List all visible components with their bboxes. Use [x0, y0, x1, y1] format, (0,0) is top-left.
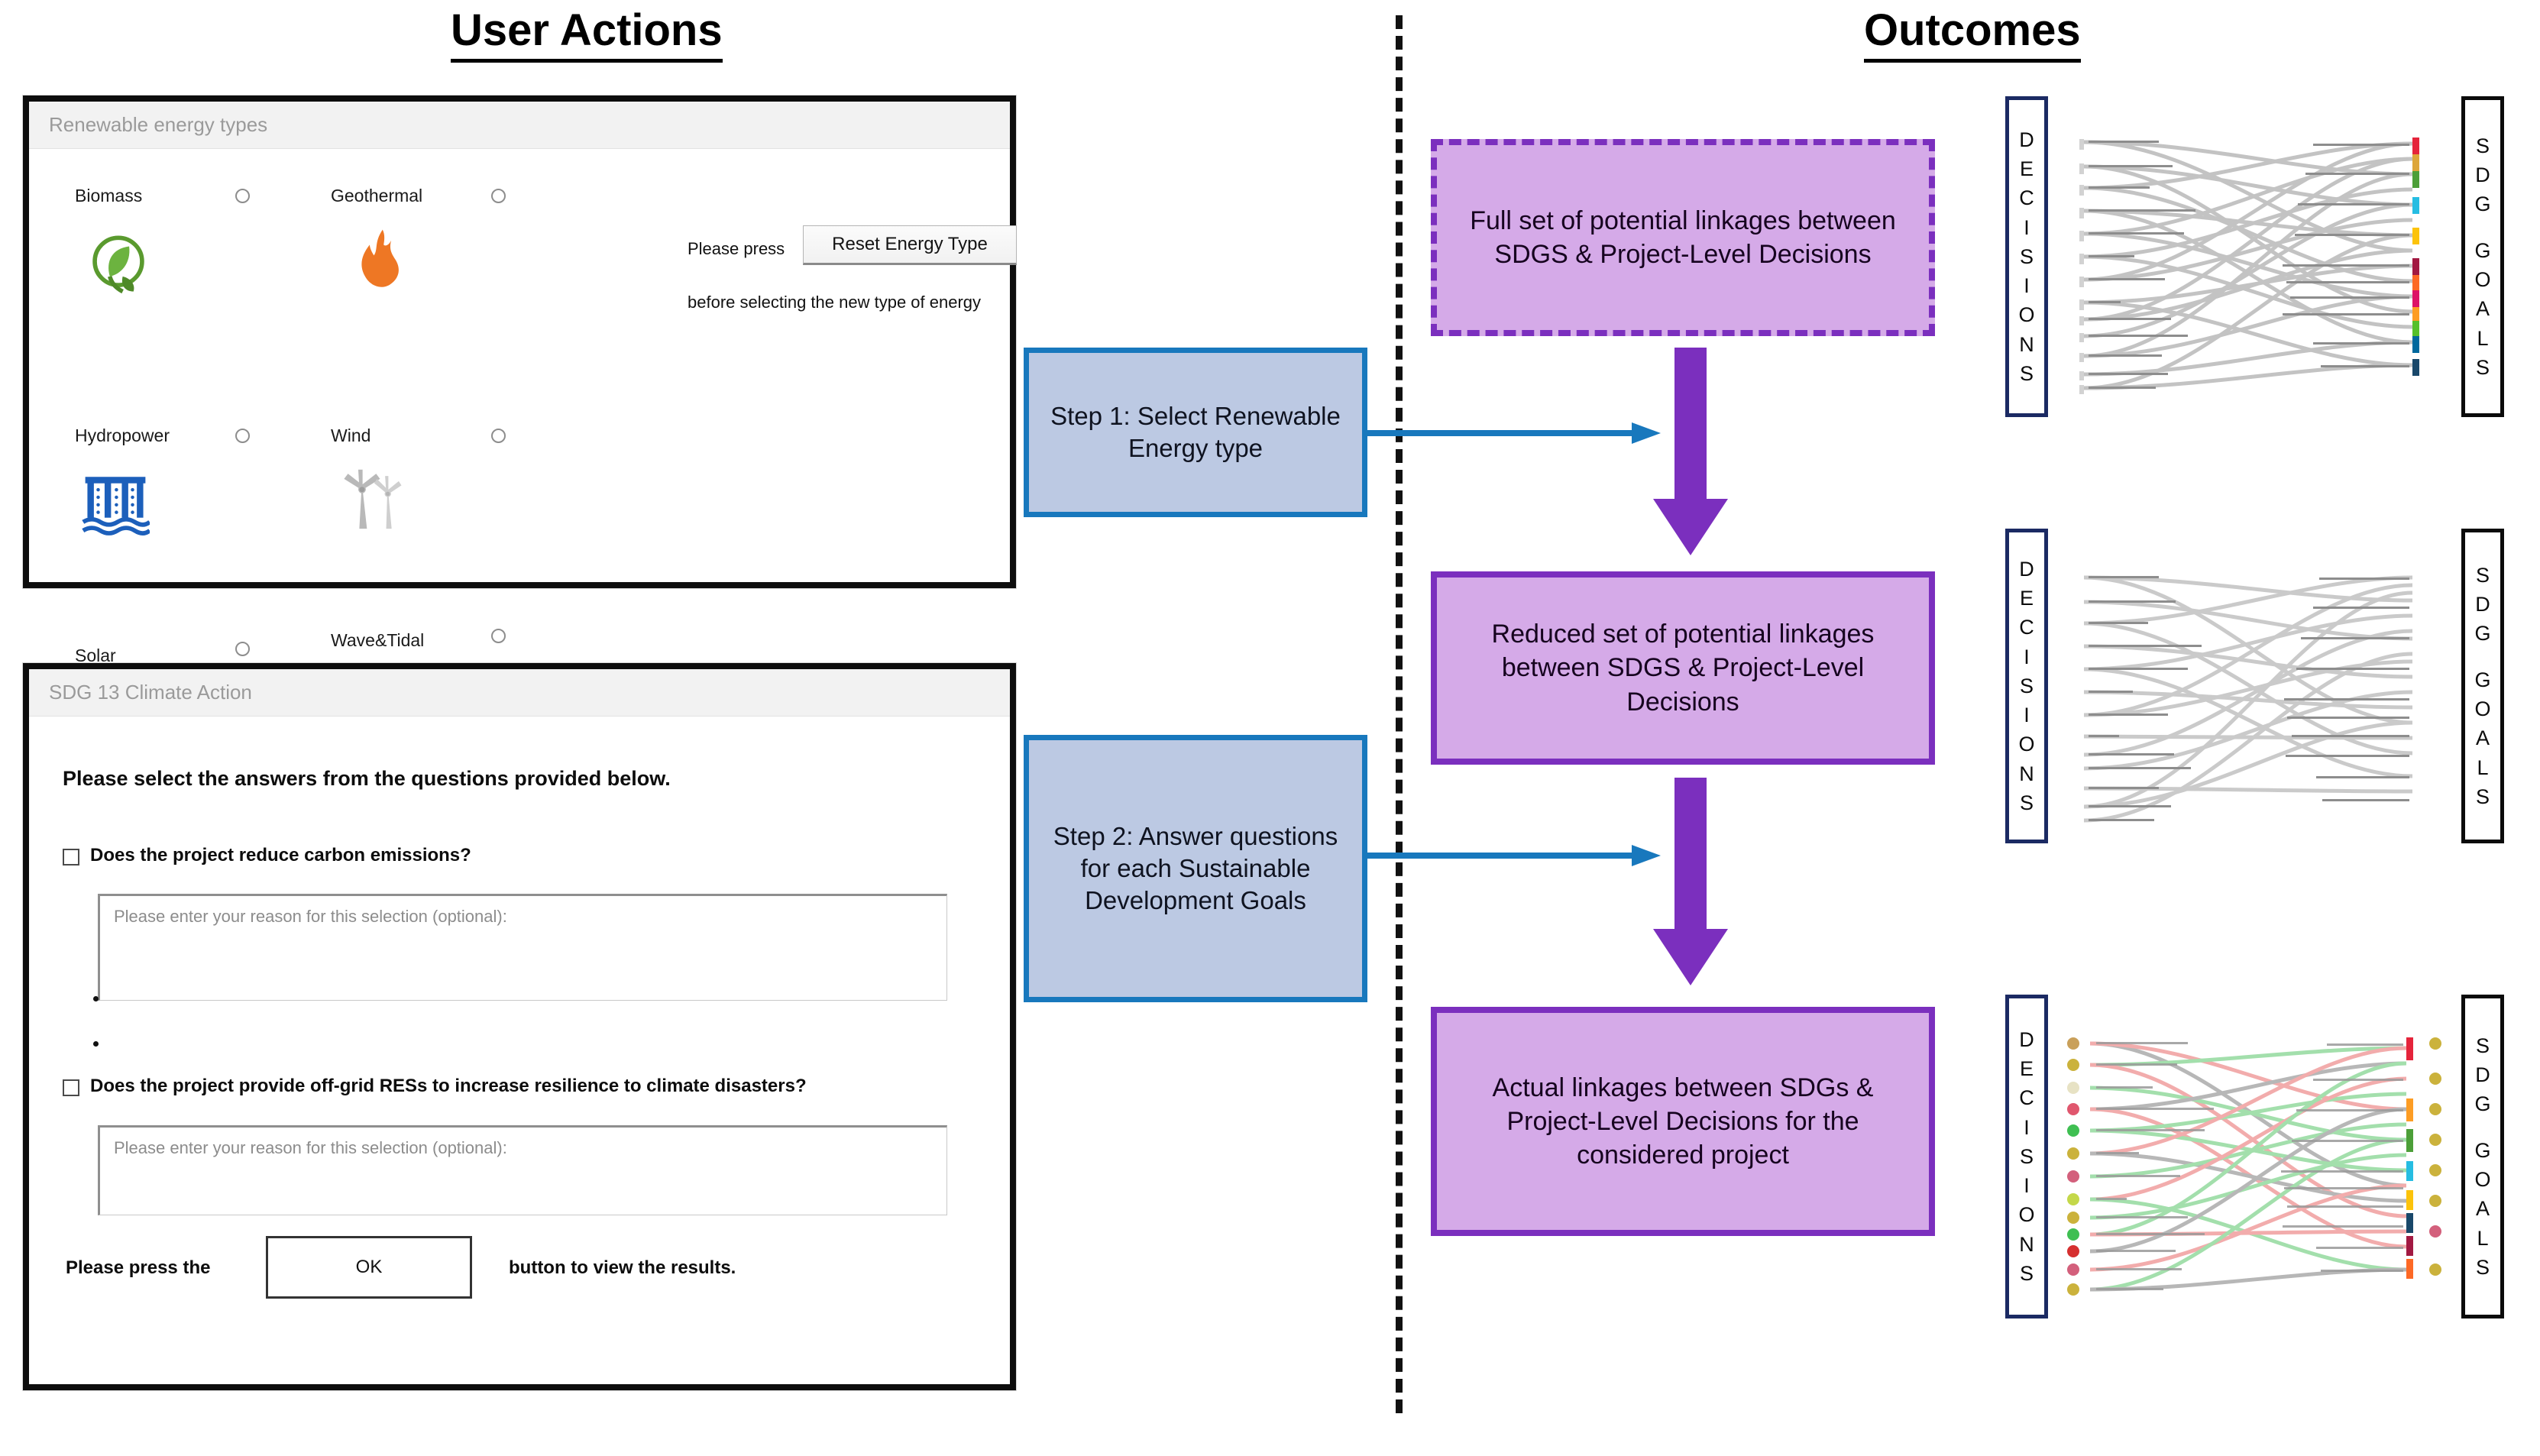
energy-radio-wind[interactable]	[491, 429, 506, 443]
energy-option-wind-label: Wind	[331, 425, 371, 445]
vertical-divider	[1396, 15, 1403, 1413]
outcomes-title: Outcomes	[1864, 5, 2081, 63]
outcome-arrow-2	[1653, 778, 1728, 985]
sankey-3-goals-label: S	[2475, 1034, 2490, 1057]
hydro-dam-icon	[81, 468, 150, 537]
sdg13-panel: SDG 13 Climate Action Please select the …	[23, 663, 1016, 1390]
sankey-2-flows	[2083, 575, 2413, 823]
question-1-reason-input[interactable]: Please enter your reason for this select…	[98, 894, 947, 1001]
step-1-box[interactable]: Step 1: Select Renewable Energy type	[1024, 348, 1367, 517]
outcome-arrow-1	[1653, 348, 1728, 555]
sankey-3-flows	[2067, 1037, 2441, 1296]
outcomes-heading: Outcomes	[1864, 5, 2081, 63]
user-actions-heading: User Actions	[451, 5, 723, 63]
renewable-energy-panel: Renewable energy types Biomass Geotherma…	[23, 95, 1017, 751]
outcome-box-2: Reduced set of potential linkages betwee…	[1431, 571, 1935, 765]
sankey-1-decisions-label: D	[2019, 128, 2034, 151]
renewable-energy-panel-title: Renewable energy types	[49, 113, 268, 136]
energy-option-biomass[interactable]: Biomass	[75, 186, 142, 206]
user-actions-title: User Actions	[451, 5, 723, 63]
outcome-box-3: Actual linkages between SDGs & Project-L…	[1431, 1007, 1935, 1236]
sankey-2-goals-label: S	[2475, 563, 2490, 587]
wind-turbine-icon	[338, 464, 407, 532]
energy-radio-wave-tidal[interactable]	[491, 629, 506, 643]
sankey-1-goals-label: S	[2475, 134, 2490, 157]
energy-radio-hydropower[interactable]	[235, 429, 250, 443]
energy-option-biomass-label: Biomass	[75, 186, 143, 205]
energy-option-solar-label: Solar	[75, 645, 116, 665]
energy-option-geothermal[interactable]: Geothermal	[331, 186, 422, 206]
sankey-1-flows	[2079, 138, 2419, 394]
outcome-box-1: Full set of potential linkages between S…	[1431, 139, 1935, 336]
bullet-dot-1	[93, 996, 99, 1001]
energy-radio-geothermal[interactable]	[491, 189, 506, 203]
step-2-connector-arrow	[1364, 845, 1661, 866]
energy-option-hydropower-label: Hydropower	[75, 425, 170, 445]
energy-radio-solar[interactable]	[235, 642, 250, 656]
question-2-label: Does the project provide off-grid RESs t…	[90, 1076, 807, 1096]
question-2-checkbox[interactable]	[63, 1079, 79, 1096]
ok-hint-prefix: Please press the	[66, 1257, 211, 1278]
question-1-checkbox[interactable]	[63, 849, 79, 866]
ok-hint-suffix: button to view the results.	[509, 1257, 736, 1278]
energy-option-geothermal-label: Geothermal	[331, 186, 423, 205]
energy-option-wave-tidal-label: Wave&Tidal	[331, 630, 425, 650]
question-1-reason-placeholder: Please enter your reason for this select…	[114, 907, 507, 926]
reset-energy-type-button[interactable]: Reset Energy Type	[803, 225, 1017, 265]
energy-option-wave-tidal[interactable]: Wave&Tidal	[331, 630, 424, 651]
bullet-dot-2	[93, 1041, 99, 1047]
question-2-reason-placeholder: Please enter your reason for this select…	[114, 1138, 507, 1157]
step-1-connector-arrow	[1364, 422, 1661, 444]
energy-option-solar[interactable]: Solar	[75, 645, 116, 666]
biomass-leaf-icon	[84, 229, 153, 298]
step-2-box[interactable]: Step 2: Answer questions for each Sustai…	[1024, 735, 1367, 1002]
sankey-3-decisions-label: D	[2019, 1027, 2034, 1051]
sankey-2-decisions-label: D	[2019, 557, 2034, 581]
sdg13-panel-title: SDG 13 Climate Action	[49, 681, 252, 704]
energy-radio-biomass[interactable]	[235, 189, 250, 203]
question-2-reason-input[interactable]: Please enter your reason for this select…	[98, 1125, 947, 1215]
ok-button[interactable]: OK	[266, 1236, 472, 1299]
reset-hint-suffix: before selecting the new type of energy	[688, 293, 982, 312]
sdg13-panel-header: SDG 13 Climate Action	[29, 669, 1010, 717]
renewable-energy-panel-header: Renewable energy types	[29, 102, 1010, 149]
energy-option-wind[interactable]: Wind	[331, 425, 370, 446]
flame-icon	[346, 225, 415, 294]
reset-hint-prefix: Please press	[688, 239, 785, 258]
question-1-label: Does the project reduce carbon emissions…	[90, 845, 471, 866]
sdg13-instruction: Please select the answers from the quest…	[63, 767, 671, 790]
energy-option-hydropower[interactable]: Hydropower	[75, 425, 170, 446]
